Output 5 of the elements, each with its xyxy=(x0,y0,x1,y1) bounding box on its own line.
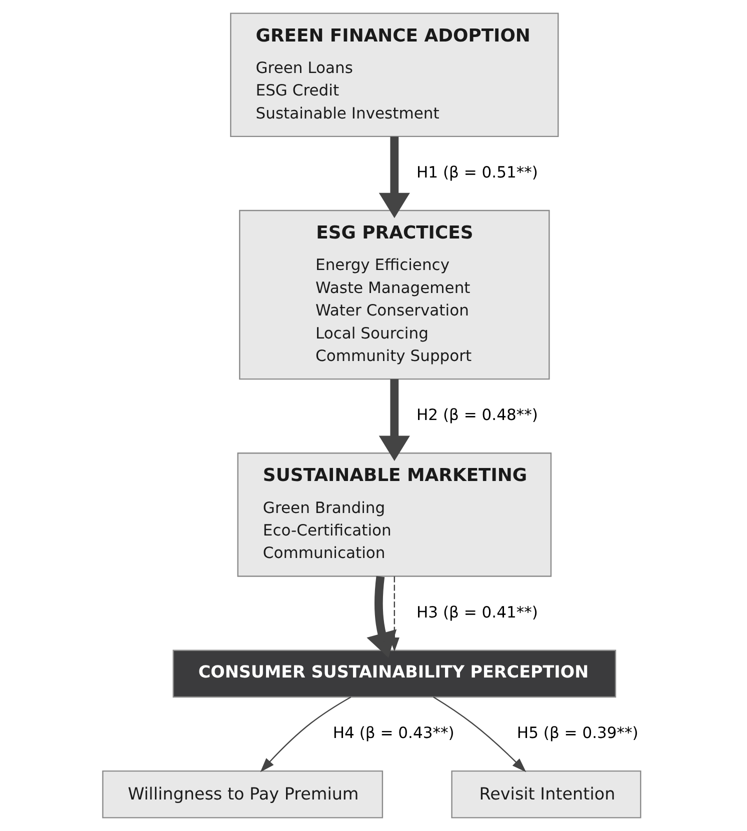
edge-label: H3 (β = 0.41**) xyxy=(416,603,538,622)
edge-label: H4 (β = 0.43**) xyxy=(332,724,454,742)
edge-label: H2 (β = 0.48**) xyxy=(416,406,538,424)
edge-label: H1 (β = 0.51**) xyxy=(416,164,538,182)
edge-label: H5 (β = 0.39**) xyxy=(516,724,638,742)
